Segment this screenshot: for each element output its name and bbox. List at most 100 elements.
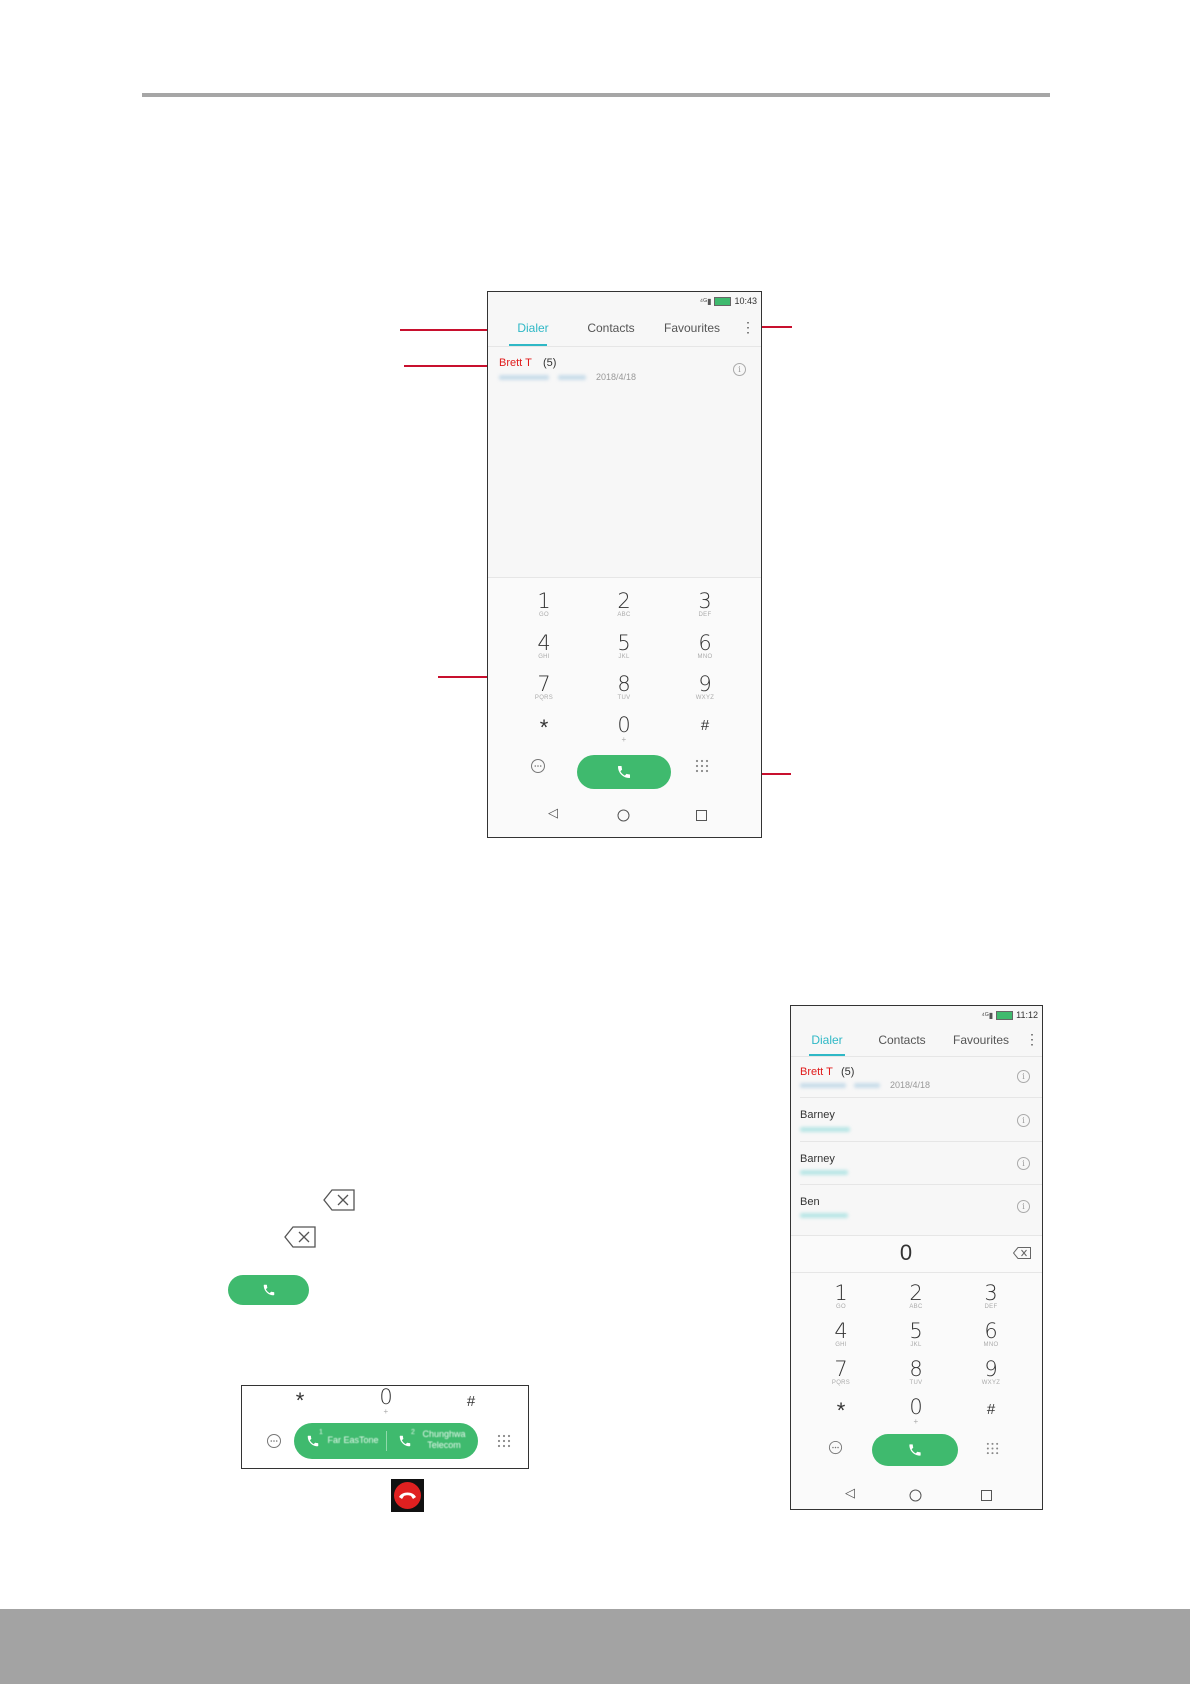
dialpad-icon[interactable]: [695, 759, 709, 773]
dialpad-icon[interactable]: [986, 1442, 999, 1455]
nav-home-icon[interactable]: [617, 809, 630, 822]
key-0[interactable]: 0+: [909, 1395, 923, 1426]
phone-number-blurred: [800, 1213, 848, 1218]
call-button[interactable]: [577, 755, 671, 789]
sim1-label: Far EasTone: [327, 1435, 379, 1445]
status-time: 11:12: [1016, 1010, 1038, 1020]
tab-dialer[interactable]: Dialer: [811, 1033, 843, 1047]
tab-favourites[interactable]: Favourites: [952, 1033, 1010, 1047]
phone-screenshot-dialer-input: ⁴ᴳ▮ 11:12 Dialer Contacts Favourites ⋮ B…: [790, 1005, 1043, 1510]
entry-divider: [791, 1272, 1042, 1273]
sim1-index: 1: [319, 1429, 323, 1436]
nav-back-icon[interactable]: ◁: [845, 1485, 855, 1500]
key-star: *: [295, 1388, 305, 1413]
tab-divider: [791, 1056, 1042, 1057]
tab-divider: [488, 346, 761, 347]
tab-indicator: [509, 344, 547, 346]
contact-name: Brett T: [800, 1066, 833, 1078]
message-icon[interactable]: [530, 758, 546, 774]
callout-recent-call: [404, 365, 496, 367]
dual-sim-call-button: 1 Far EasTone 2 Chunghwa Telecom: [294, 1423, 478, 1459]
status-bar: ⁴ᴳ▮ 11:12: [981, 1010, 1038, 1020]
backspace-icon: [284, 1226, 316, 1248]
status-bar: ⁴ᴳ▮ 10:43: [700, 296, 757, 306]
phone-icon: [618, 766, 630, 778]
row-divider: [800, 1141, 1042, 1142]
phone-number-blurred: [499, 375, 549, 380]
phone-screenshot-dialer: ⁴ᴳ▮ 10:43 Dialer Contacts Favourites ⋮ B…: [487, 291, 762, 838]
tab-favourites[interactable]: Favourites: [663, 321, 721, 335]
key-hash[interactable]: #: [700, 717, 710, 734]
sim-divider: [386, 1431, 387, 1451]
dual-sim-keypad-crop: * 0+ # 1 Far EasTone 2 Chunghwa Telecom: [241, 1385, 529, 1469]
end-call-icon: [391, 1479, 424, 1512]
more-vert-icon[interactable]: ⋮: [741, 319, 755, 335]
key-hash: #: [466, 1393, 476, 1410]
nav-home-icon[interactable]: [909, 1489, 922, 1502]
signal-icon: ⁴ᴳ▮: [981, 1010, 994, 1020]
key-hash[interactable]: #: [986, 1401, 996, 1418]
info-icon[interactable]: i: [1017, 1200, 1030, 1213]
tab-contacts[interactable]: Contacts: [587, 321, 635, 335]
entered-number: 0: [899, 1240, 913, 1265]
nav-recents-icon[interactable]: [696, 810, 707, 821]
signal-icon: ⁴ᴳ▮: [699, 296, 712, 306]
tab-contacts[interactable]: Contacts: [878, 1033, 926, 1047]
phone-icon: [263, 1284, 274, 1296]
footer-bar: [0, 1609, 1190, 1684]
key-star[interactable]: *: [836, 1398, 846, 1423]
contact-name: Barney: [800, 1153, 835, 1165]
contact-name: Brett T: [499, 357, 532, 369]
row-divider: [800, 1097, 1042, 1098]
callout-keypad: [438, 676, 498, 678]
info-icon[interactable]: i: [733, 363, 746, 376]
phone-number-blurred: [800, 1170, 848, 1175]
info-icon[interactable]: i: [1017, 1070, 1030, 1083]
key-star[interactable]: *: [539, 715, 549, 740]
phone-icon: [307, 1435, 319, 1447]
carrier-blurred: [558, 375, 586, 380]
phone-icon: [909, 1444, 921, 1456]
carrier-blurred: [854, 1083, 880, 1088]
nav-back-icon[interactable]: ◁: [548, 805, 558, 820]
call-count: (5): [841, 1066, 855, 1078]
callout-more-menu: [750, 326, 792, 328]
backspace-icon[interactable]: [1013, 1247, 1031, 1259]
key-0[interactable]: 0+: [617, 713, 631, 744]
info-icon[interactable]: i: [1017, 1157, 1030, 1170]
callout-dialer-tab: [400, 329, 508, 331]
message-icon[interactable]: [828, 1440, 843, 1455]
status-time: 10:43: [734, 296, 757, 306]
call-date: 2018/4/18: [890, 1080, 931, 1090]
battery-icon: [996, 1010, 1014, 1020]
phone-icon: [399, 1435, 411, 1447]
call-button-icon: [228, 1275, 309, 1305]
nav-recents-icon[interactable]: [981, 1490, 992, 1501]
more-vert-icon[interactable]: ⋮: [1025, 1031, 1039, 1047]
key-0: 0+: [379, 1385, 393, 1416]
info-icon[interactable]: i: [1017, 1114, 1030, 1127]
call-button[interactable]: [872, 1434, 958, 1466]
tab-dialer[interactable]: Dialer: [517, 321, 549, 335]
message-icon: [267, 1434, 281, 1448]
battery-icon: [714, 296, 732, 306]
